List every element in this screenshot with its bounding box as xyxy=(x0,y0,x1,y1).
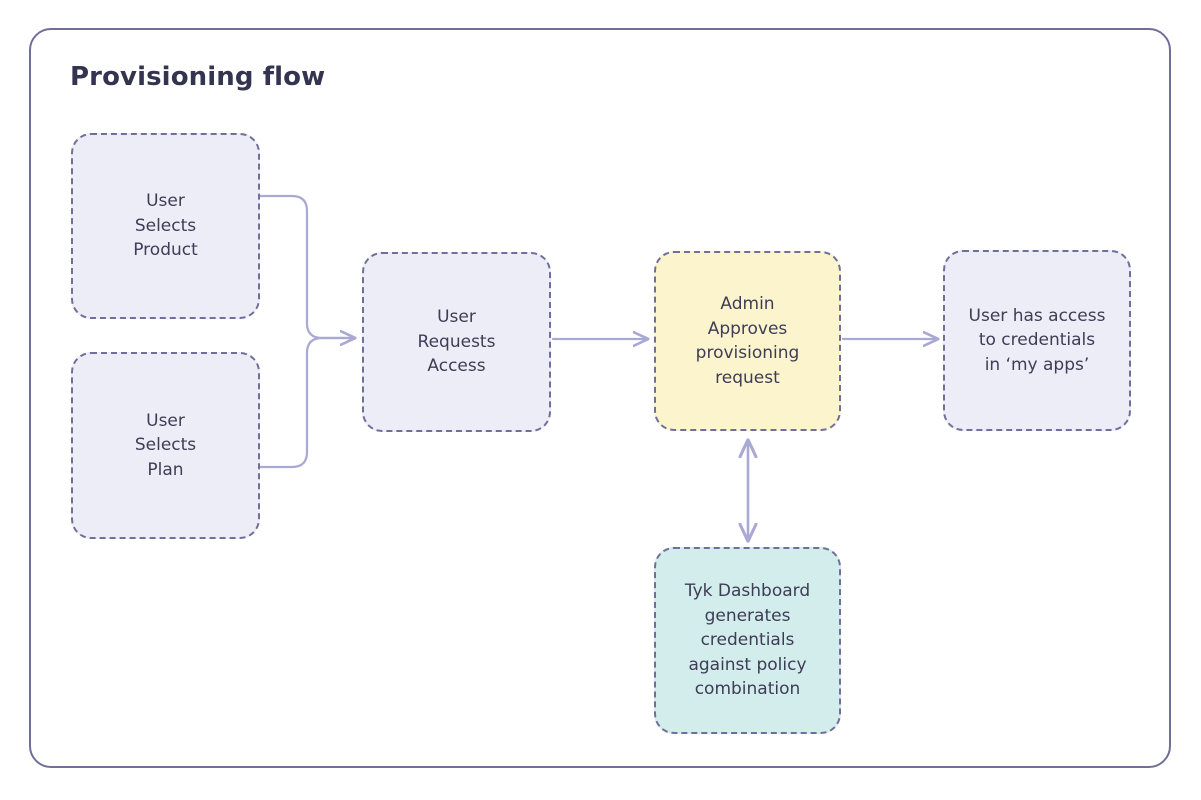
node-tyk-dashboard[interactable]: Tyk Dashboard generates credentials agai… xyxy=(654,547,841,734)
node-user-selects-product[interactable]: User Selects Product xyxy=(71,133,260,319)
node-admin-approves[interactable]: Admin Approves provisioning request xyxy=(654,251,841,431)
node-user-requests-access[interactable]: User Requests Access xyxy=(362,252,551,432)
node-user-has-access[interactable]: User has access to credentials in ‘my ap… xyxy=(943,250,1131,431)
node-user-selects-plan[interactable]: User Selects Plan xyxy=(71,352,260,539)
page-title: Provisioning flow xyxy=(70,62,326,92)
